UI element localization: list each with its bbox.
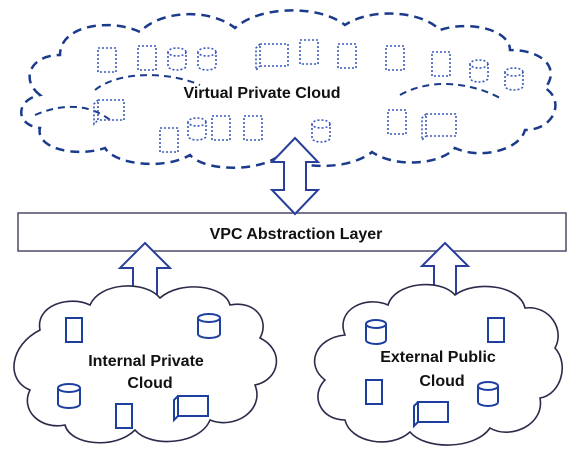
server-icon [137,45,157,71]
database-icon [197,313,221,339]
server-icon [385,45,405,71]
internal-cloud-label-line1: Internal Private [88,353,204,370]
internal-cloud-label-line2: Cloud [127,375,172,392]
database-icon [167,47,187,71]
database-icon [365,319,387,345]
storage-drive-icon [93,99,125,126]
database-icon [311,119,331,143]
vpc-cloud-inner-arc [399,82,501,99]
server-icon [487,317,505,343]
vpc-cloud-outline [20,9,557,169]
abstraction-layer-label: VPC Abstraction Layer [210,226,383,243]
abstraction-layer: VPC Abstraction Layer [17,212,567,252]
server-icon [365,379,383,405]
database-icon [477,381,499,407]
storage-drive-icon [413,401,449,429]
external-cloud-label-line2: Cloud [419,373,464,390]
database-icon [57,383,81,409]
database-icon [469,59,489,83]
internal-private-cloud: Internal Private Cloud [13,285,278,444]
database-icon [187,117,207,141]
database-icon [197,47,217,71]
vpc-label: Virtual Private Cloud [183,85,340,102]
storage-drive-icon [421,113,457,142]
external-cloud-label-line1: External Public [380,349,496,366]
external-public-cloud: External Public Cloud [313,283,564,446]
server-icon [65,317,83,343]
database-icon [504,67,524,91]
abstraction-layer-bar [17,212,567,252]
storage-drive-icon [255,43,289,72]
double-arrow-icon [269,136,321,216]
server-icon [159,127,179,153]
server-icon [115,403,133,429]
server-icon [243,115,263,141]
storage-drive-icon [173,395,209,423]
vpc-cloud-inner-arc [34,105,111,121]
server-icon [97,47,117,73]
virtual-private-cloud: Virtual Private Cloud [20,9,557,169]
server-icon [337,43,357,69]
server-icon [299,39,319,65]
vpc-cloud-inner-arc [94,74,201,91]
server-icon [431,51,451,77]
server-icon [211,115,231,141]
server-icon [387,109,407,135]
